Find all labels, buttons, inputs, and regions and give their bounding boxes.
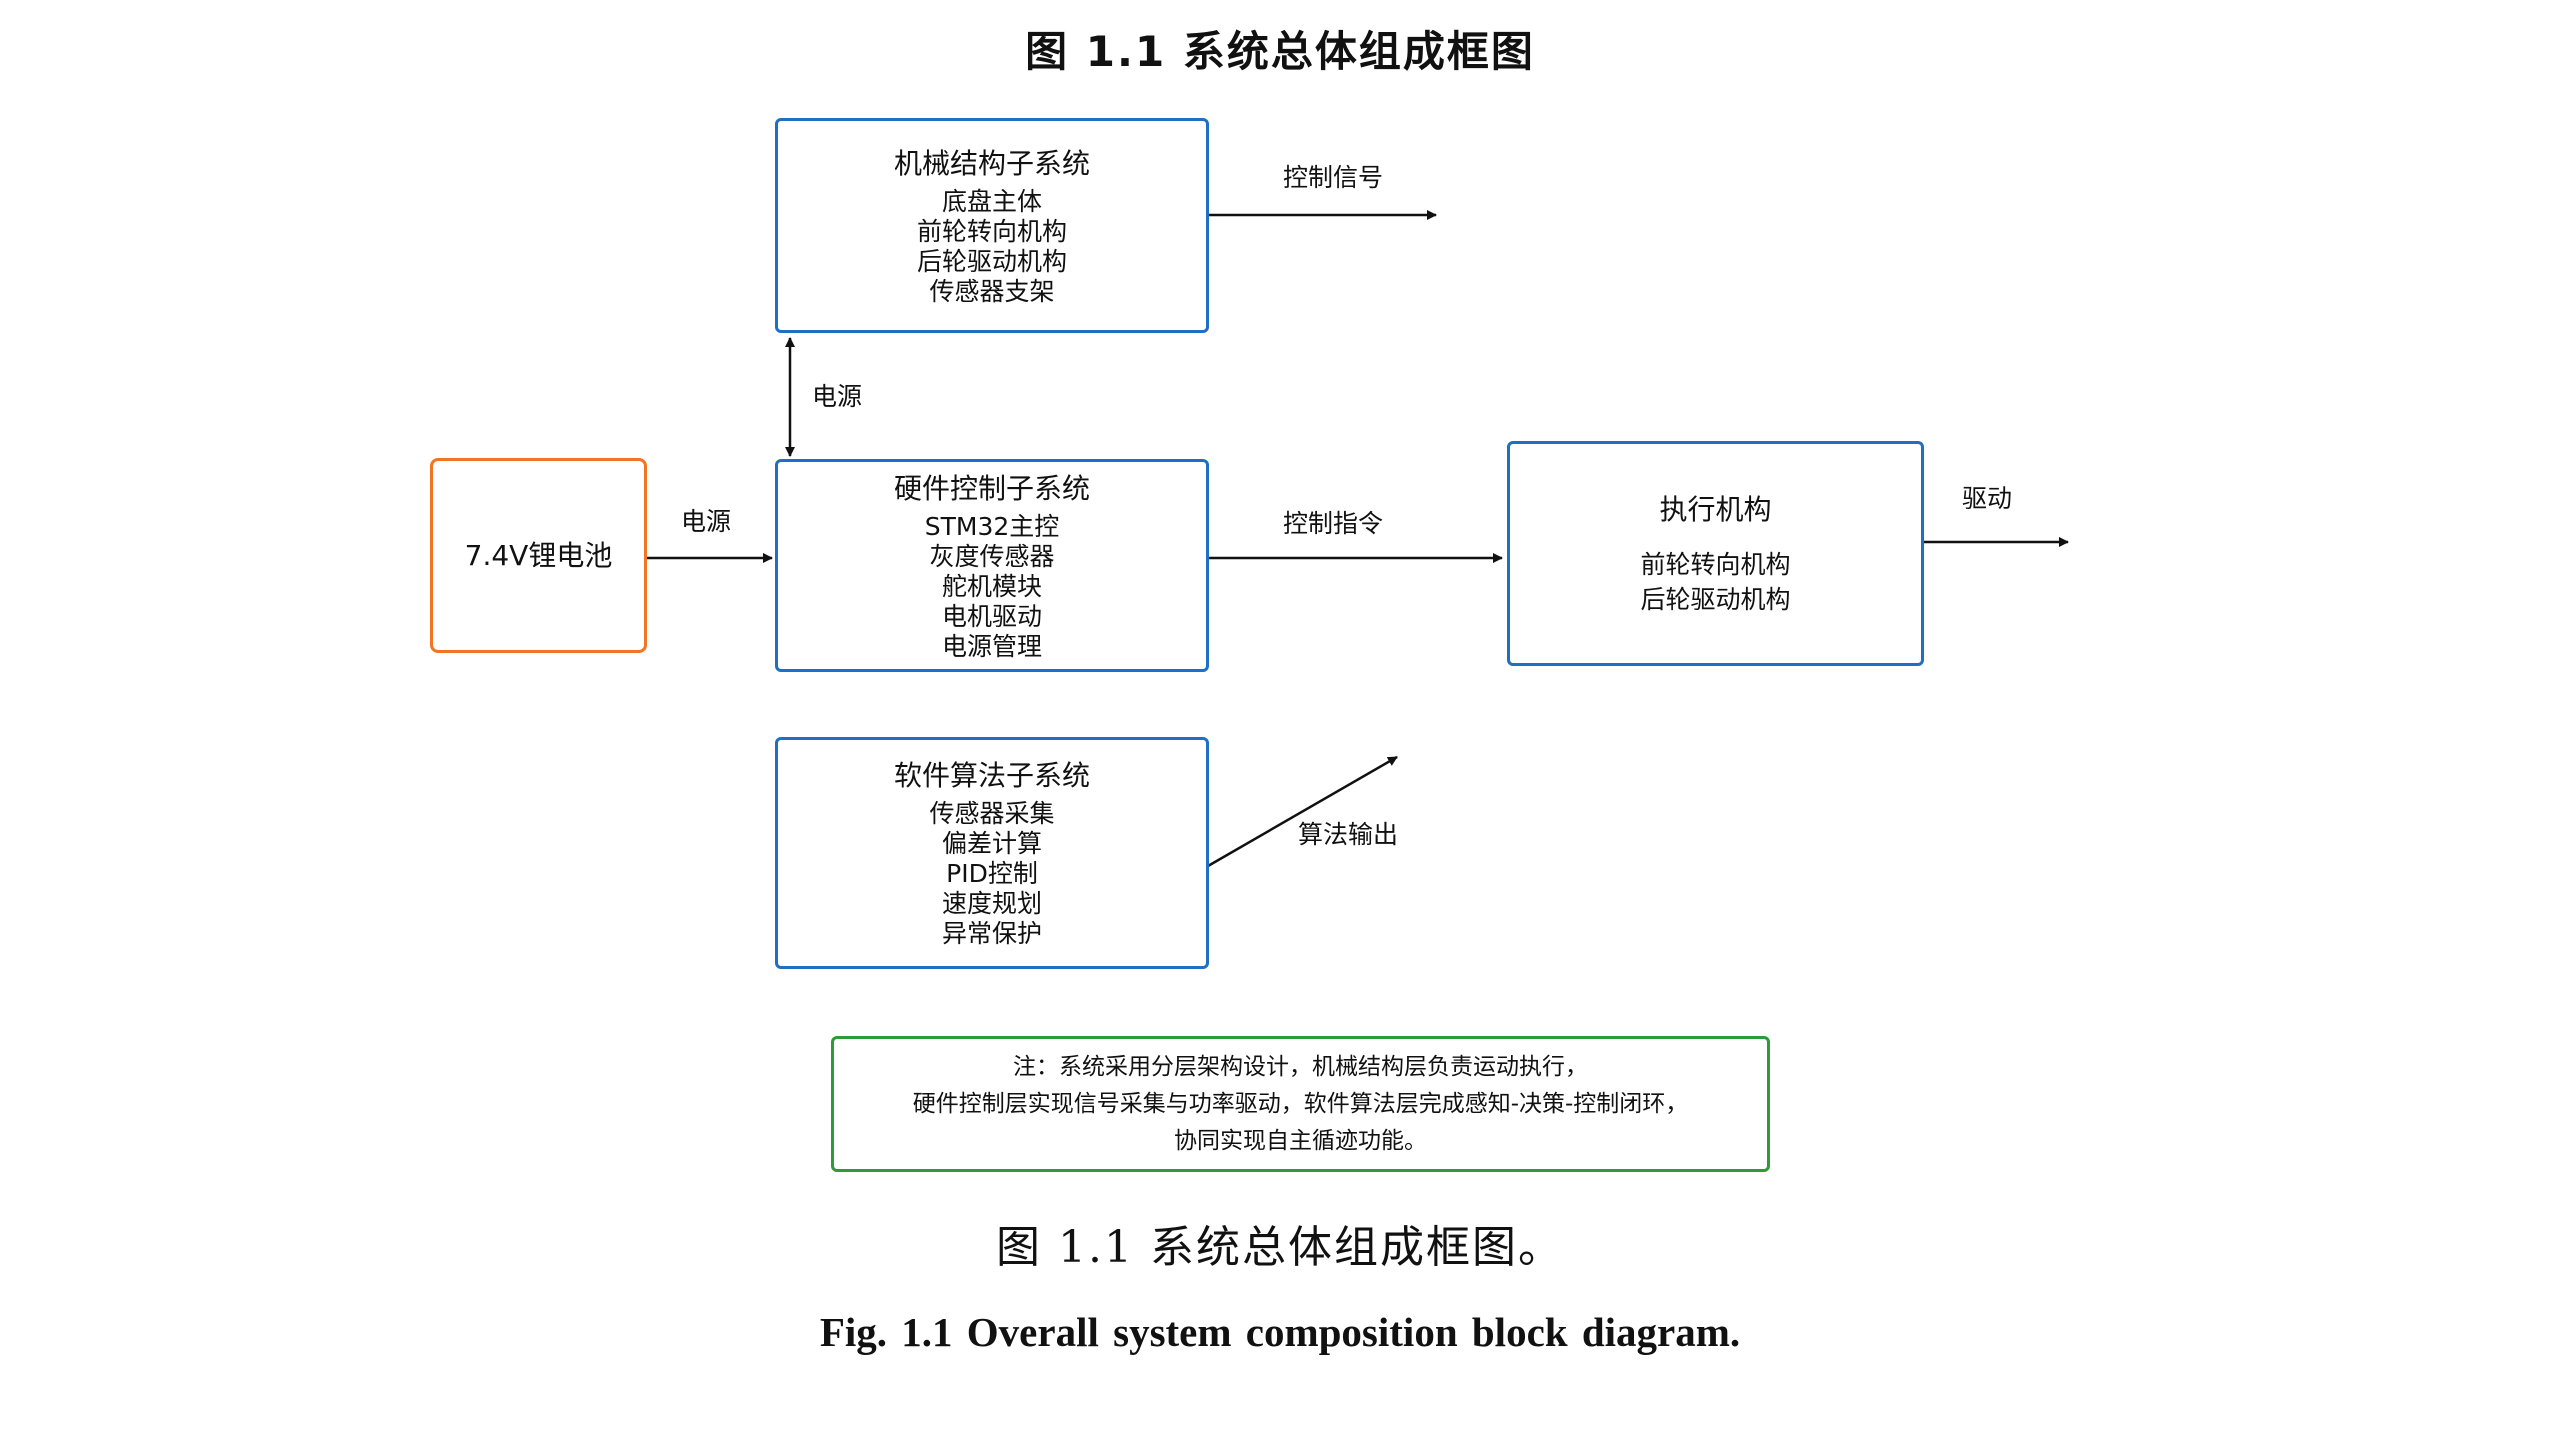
algorithm-output-arrow: [1207, 755, 1398, 868]
figure-caption-english: Fig. 1.1 Overall system composition bloc…: [819, 1309, 1741, 1355]
actuator-box: 执行机构 前轮转向机构 后轮驱动机构: [1507, 441, 1924, 666]
hardware-item: 舵机模块: [941, 571, 1042, 601]
actuator-items: 前轮转向机构 后轮驱动机构: [1640, 547, 1790, 617]
mechanical-item: 传感器支架: [929, 276, 1055, 306]
battery-power-label: 电源: [681, 507, 732, 536]
note-line: 协同实现自主循迹功能。: [1174, 1127, 1427, 1154]
drive-label: 驱动: [1962, 484, 2013, 513]
hardware-subsystem-title: 硬件控制子系统: [893, 471, 1090, 505]
figure-caption-chinese: 图 1.1 系统总体组成框图。: [996, 1222, 1564, 1273]
hardware-item: STM32主控: [924, 511, 1060, 541]
software-subsystem-items: 传感器采集 偏差计算 PID控制 速度规划 异常保护: [929, 799, 1054, 949]
hardware-item: 电机驱动: [941, 601, 1042, 631]
algorithm-output-label: 算法输出: [1298, 820, 1399, 849]
hardware-item: 电源管理: [941, 631, 1042, 661]
software-item: 速度规划: [941, 889, 1042, 918]
figure-top-title: 图 1.1 系统总体组成框图: [1025, 27, 1535, 76]
actuator-item: 后轮驱动机构: [1640, 584, 1791, 614]
note-line: 硬件控制层实现信号采集与功率驱动，软件算法层完成感知-决策-控制闭环，: [912, 1090, 1689, 1117]
power-vertical-label: 电源: [812, 382, 863, 411]
software-item: 传感器采集: [929, 799, 1055, 828]
mechanical-subsystem-items: 底盘主体 前轮转向机构 后轮驱动机构 传感器支架: [917, 187, 1067, 307]
battery-box: 7.4V锂电池: [430, 458, 647, 653]
actuator-title: 执行机构: [1659, 492, 1772, 526]
control-command-label: 控制指令: [1283, 509, 1384, 538]
software-item: 异常保护: [941, 919, 1042, 948]
control-signal-label: 控制信号: [1283, 163, 1384, 192]
software-subsystem-title: 软件算法子系统: [893, 759, 1090, 792]
mechanical-item: 后轮驱动机构: [916, 246, 1067, 276]
software-item: PID控制: [946, 859, 1038, 888]
hardware-subsystem-items: STM32主控 灰度传感器 舵机模块 电机驱动 电源管理: [925, 512, 1060, 662]
mechanical-item: 前轮转向机构: [916, 216, 1067, 246]
mechanical-subsystem-title: 机械结构子系统: [893, 146, 1090, 180]
software-subsystem-box: 软件算法子系统 传感器采集 偏差计算 PID控制 速度规划 异常保护: [775, 737, 1209, 969]
note-box: 注：系统采用分层架构设计，机械结构层负责运动执行， 硬件控制层实现信号采集与功率…: [831, 1036, 1770, 1172]
mechanical-item: 底盘主体: [941, 186, 1042, 216]
actuator-item: 前轮转向机构: [1640, 549, 1791, 579]
hardware-item: 灰度传感器: [929, 541, 1055, 571]
battery-title: 7.4V锂电池: [464, 538, 613, 572]
hardware-subsystem-box: 硬件控制子系统 STM32主控 灰度传感器 舵机模块 电机驱动 电源管理: [775, 459, 1209, 672]
note-line: 注：系统采用分层架构设计，机械结构层负责运动执行，: [1013, 1053, 1588, 1080]
software-item: 偏差计算: [941, 829, 1042, 858]
mechanical-subsystem-box: 机械结构子系统 底盘主体 前轮转向机构 后轮驱动机构 传感器支架: [775, 118, 1209, 333]
